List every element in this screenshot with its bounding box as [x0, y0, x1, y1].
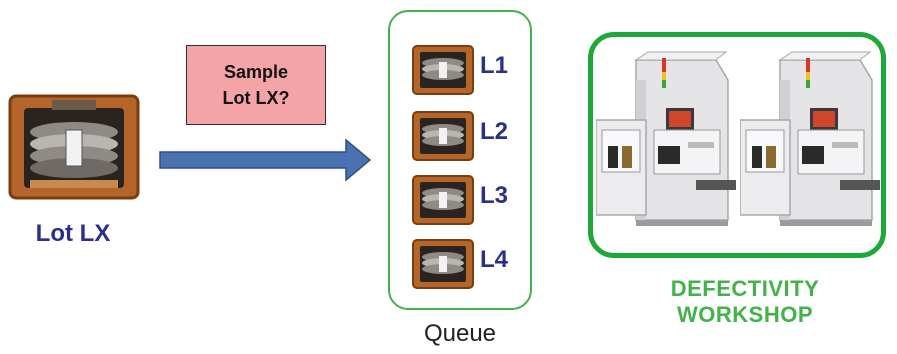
- inspection-tool-icon: [595, 50, 746, 250]
- wafer-pod-icon: [412, 175, 474, 225]
- sample-question-box: Sample Lot LX?: [186, 45, 326, 125]
- lot-pod-icon: [8, 92, 140, 202]
- queue-item: L2: [412, 110, 522, 162]
- queue-item-label: L1: [480, 52, 509, 79]
- wafer-pod-icon: [412, 239, 474, 289]
- arrow-right-icon: [158, 138, 372, 182]
- workshop-caption: DEFECTIVITY WORKSHOP: [670, 276, 820, 327]
- queue-item: L3: [412, 174, 522, 226]
- queue-item: L4: [412, 238, 522, 290]
- sample-question-text: Sample Lot LX?: [222, 62, 290, 108]
- queue-item-label: L4: [480, 246, 509, 273]
- wafer-pod-icon: [412, 45, 474, 95]
- inspection-tool-icon: [739, 50, 890, 250]
- queue-item: L1: [412, 44, 522, 96]
- queue-item-label: L3: [480, 182, 509, 209]
- queue-caption: Queue: [423, 320, 497, 347]
- lot-label: Lot LX: [35, 220, 111, 247]
- queue-item-label: L2: [480, 118, 509, 145]
- wafer-pod-icon: [412, 111, 474, 161]
